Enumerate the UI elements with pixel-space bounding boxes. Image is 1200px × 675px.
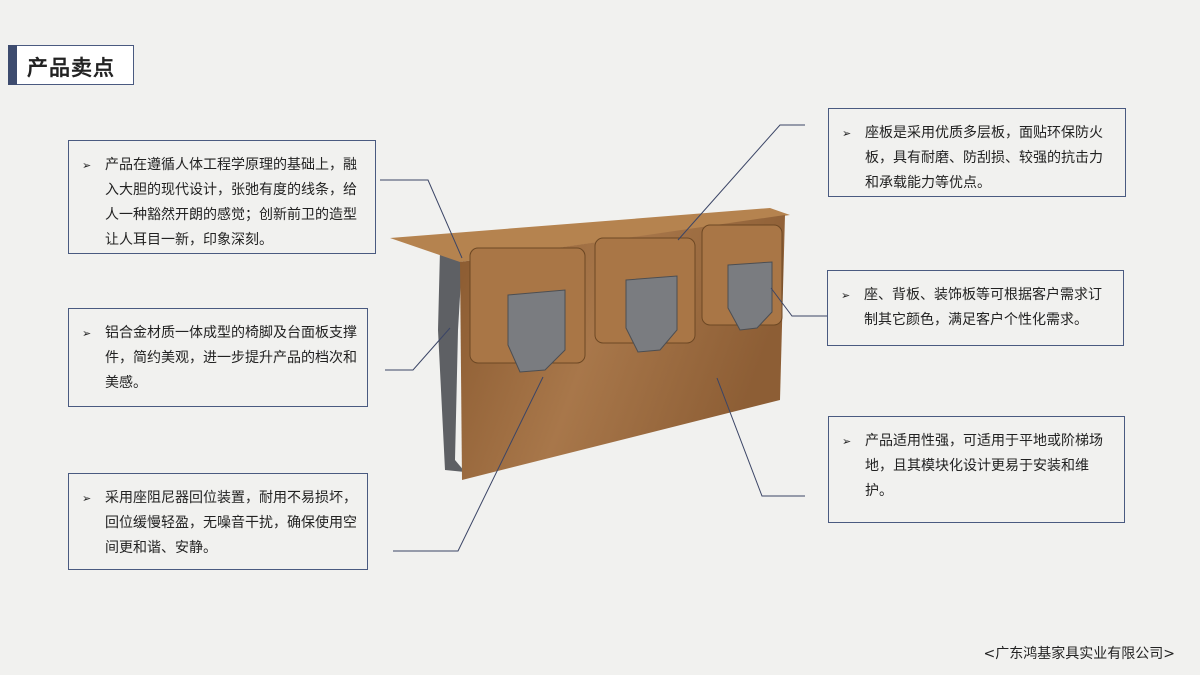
feature-text: 座、背板、装饰板等可根据客户需求订制其它颜色，满足客户个性化需求。: [864, 287, 1102, 328]
page-title: 产品卖点: [8, 45, 134, 85]
feature-text: 产品适用性强，可适用于平地或阶梯场地，且其模块化设计更易于安装和维护。: [865, 433, 1103, 499]
arrow-bullet-icon: ➢: [842, 435, 852, 448]
feature-text: 产品在遵循人体工程学原理的基础上，融入大胆的现代设计，张弛有度的线条，给人一种豁…: [105, 157, 357, 248]
arrow-bullet-icon: ➢: [82, 492, 92, 505]
damper-brackets: [507, 261, 773, 373]
feature-box-seat-board: ➢ 座板是采用优质多层板，面贴环保防火板，具有耐磨、防刮损、较强的抗击力和承载能力…: [828, 108, 1126, 197]
feature-box-ergonomic: ➢ 产品在遵循人体工程学原理的基础上，融入大胆的现代设计，张弛有度的线条，给人一种…: [68, 140, 376, 254]
company-footer: <广东鸿基家具实业有限公司>: [983, 646, 1175, 662]
title-accent-bar: [8, 45, 17, 85]
aluminum-leg: [438, 250, 465, 472]
feature-text: 采用座阻尼器回位装置，耐用不易损坏，回位缓慢轻盈，无噪音干扰，确保使用空间更和谐…: [105, 490, 357, 556]
feature-box-applicability: ➢ 产品适用性强，可适用于平地或阶梯场地，且其模块化设计更易于安装和维护。: [828, 416, 1125, 523]
arrow-bullet-icon: ➢: [841, 289, 851, 302]
feature-box-damper: ➢ 采用座阻尼器回位装置，耐用不易损坏，回位缓慢轻盈，无噪音干扰，确保使用空间更和…: [68, 473, 368, 570]
connector-lines: [380, 124, 827, 552]
feature-text: 铝合金材质一体成型的椅脚及台面板支撑件，简约美观，进一步提升产品的档次和美感。: [105, 325, 357, 391]
feature-text: 座板是采用优质多层板，面贴环保防火板，具有耐磨、防刮损、较强的抗击力和承载能力等…: [865, 125, 1103, 191]
arrow-bullet-icon: ➢: [842, 127, 852, 140]
arrow-bullet-icon: ➢: [82, 327, 92, 340]
title-text: 产品卖点: [27, 56, 115, 80]
feature-box-custom-color: ➢ 座、背板、装饰板等可根据客户需求订制其它颜色，满足客户个性化需求。: [827, 270, 1124, 346]
arrow-bullet-icon: ➢: [82, 159, 92, 172]
feature-box-aluminum: ➢ 铝合金材质一体成型的椅脚及台面板支撑件，简约美观，进一步提升产品的档次和美感。: [68, 308, 368, 407]
